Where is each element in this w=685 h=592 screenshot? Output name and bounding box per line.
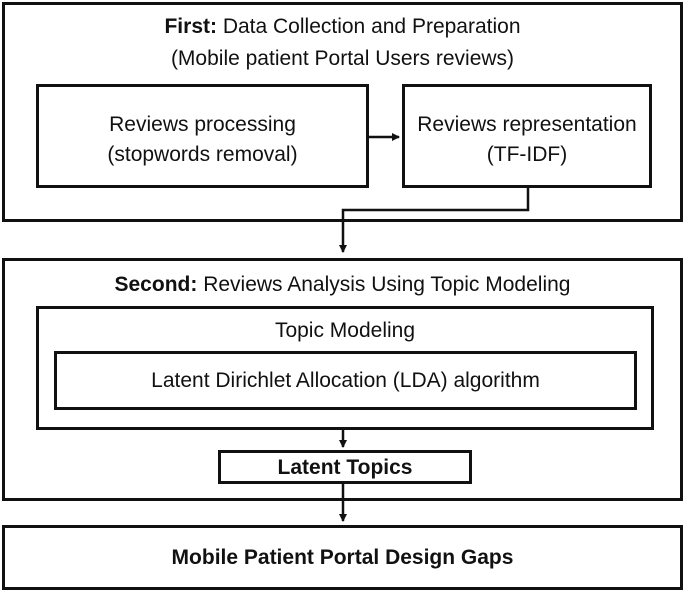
representation-line1: Reviews representation [417,113,637,136]
processing-line2: (stopwords removal) [107,143,298,166]
design-gaps-label: Mobile Patient Portal Design Gaps [171,546,514,569]
stage2-title-text: Reviews Analysis Using Topic Modeling [203,273,571,296]
representation-line2: (TF-IDF) [486,143,568,166]
stage2-title: Second: Reviews Analysis Using Topic Mod… [5,269,680,300]
design-gaps-box: Mobile Patient Portal Design Gaps [2,525,683,590]
processing-line1: Reviews processing [109,113,296,136]
topic-modeling-label: Topic Modeling [274,319,416,342]
representation-box: Reviews representation (TF-IDF) [402,84,652,188]
stage2-prefix: Second: [114,273,198,296]
latent-topics-box: Latent Topics [218,450,472,484]
latent-topics-label: Latent Topics [277,456,413,479]
processing-box: Reviews processing (stopwords removal) [36,84,369,188]
lda-label: Latent Dirichlet Allocation (LDA) algori… [151,369,540,392]
stage1-title-text: Data Collection and Preparation [222,15,521,38]
stage1-subtitle: (Mobile patient Portal Users reviews) [170,47,515,70]
stage1-title: First: Data Collection and Preparation [5,11,680,42]
lda-box: Latent Dirichlet Allocation (LDA) algori… [54,351,637,410]
stage1-prefix: First: [164,15,217,38]
